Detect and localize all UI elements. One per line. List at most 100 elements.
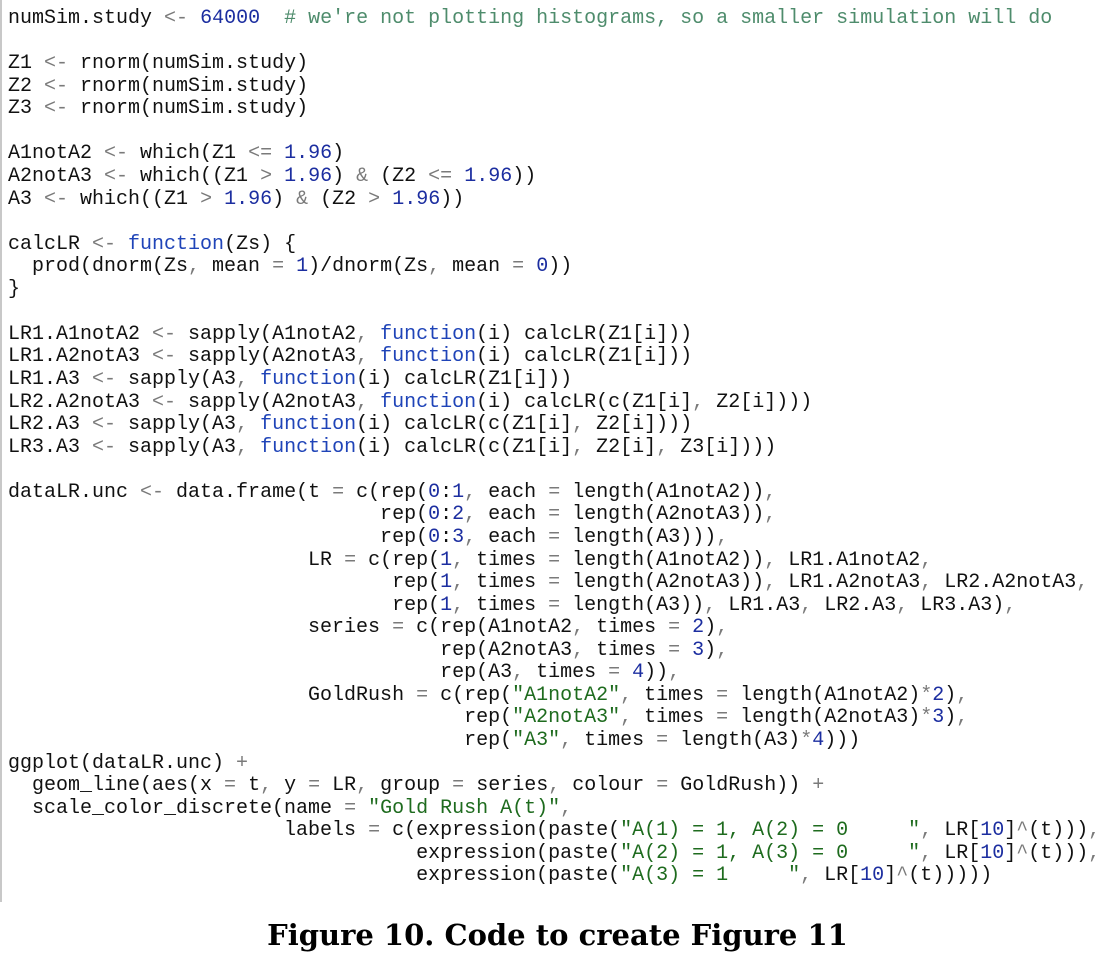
code-operator: =: [452, 774, 465, 798]
code-operator: =: [656, 729, 669, 752]
code-number: 0: [428, 480, 441, 504]
code-operator: =: [308, 774, 321, 798]
code-operator: <-: [44, 52, 69, 76]
code-line: rep(1, times = length(A2notA3)), LR1.A2n…: [8, 571, 1089, 595]
code-operator: >: [260, 164, 273, 188]
code-operator: ,: [920, 841, 933, 865]
code-operator: +: [236, 751, 249, 775]
code-line: LR = c(rep(1, times = length(A1notA2)), …: [8, 548, 933, 572]
code-operator: <-: [152, 390, 177, 414]
code-line: prod(dnorm(Zs, mean = 1)/dnorm(Zs, mean …: [8, 255, 573, 279]
code-operator: =: [656, 774, 669, 798]
code-operator: ,: [764, 480, 777, 504]
code-operator: <-: [92, 413, 117, 437]
code-operator: =: [368, 819, 381, 843]
code-line: series = c(rep(A1notA2, times = 2),: [8, 616, 729, 640]
code-operator: ,: [512, 661, 525, 685]
code-operator: ,: [464, 503, 477, 527]
code-operator: <=: [428, 164, 453, 188]
code-operator: <-: [104, 142, 129, 166]
code-operator: ,: [452, 593, 465, 617]
code-line: LR2.A3 <- sapply(A3, function(i) calcLR(…: [8, 413, 693, 437]
code-line: expression(paste("A(3) = 1 ", LR[10]^(t)…: [8, 864, 993, 888]
code-operator: ^: [896, 864, 909, 888]
code-operator: =: [344, 796, 357, 820]
code-string: "A(1) = 1, A(2) = 0 ": [620, 819, 921, 843]
code-line: LR3.A3 <- sapply(A3, function(i) calcLR(…: [8, 435, 777, 459]
code-operator: ,: [428, 255, 441, 279]
code-operator: ,: [620, 683, 633, 707]
code-operator: +: [812, 774, 825, 798]
code-operator: =: [548, 571, 561, 595]
code-line: rep(0:3, each = length(A3))),: [8, 525, 729, 549]
code-operator: =: [512, 255, 525, 279]
code-number: 1: [440, 548, 453, 572]
code-operator: ,: [656, 435, 669, 459]
code-operator: ,: [920, 819, 933, 843]
code-operator: ,: [236, 413, 249, 437]
code-operator: ,: [920, 548, 933, 572]
code-line: labels = c(expression(paste("A(1) = 1, A…: [8, 819, 1101, 843]
code-operator: &: [296, 187, 309, 211]
code-number: 0: [428, 503, 441, 527]
code-operator: ,: [188, 255, 201, 279]
code-operator: ,: [452, 571, 465, 595]
code-keyword: function: [380, 390, 477, 414]
code-comment: # we're not plotting histograms, so a sm…: [284, 7, 1053, 30]
code-operator: <-: [92, 435, 117, 459]
code-operator: =: [548, 525, 561, 549]
code-operator: =: [668, 638, 681, 662]
code-number: 1: [296, 255, 309, 279]
code-number: 1: [440, 593, 453, 617]
code-operator: ^: [1016, 841, 1029, 865]
code-number: 2: [692, 616, 705, 640]
code-line: LR2.A2notA3 <- sapply(A2notA3, function(…: [8, 390, 813, 414]
code-string: "A(2) = 1, A(3) = 0 ": [620, 841, 921, 865]
code-operator: ,: [572, 638, 585, 662]
code-operator: =: [548, 548, 561, 572]
code-number: 1.96: [284, 142, 333, 166]
code-operator: *: [920, 706, 933, 730]
code-operator: =: [392, 616, 405, 640]
code-line: [8, 121, 1100, 144]
code-string: "A(3) = 1 ": [620, 864, 801, 888]
code-number: 2: [452, 503, 465, 527]
code-line: Z1 <- rnorm(numSim.study): [8, 52, 309, 76]
code-number: 1: [440, 571, 453, 595]
code-operator: =: [716, 683, 729, 707]
code-block: numSim.study <- 64000 # we're not plotti…: [8, 7, 1101, 888]
code-line: [8, 459, 1100, 482]
code-operator: ,: [356, 390, 369, 414]
code-operator: ,: [896, 593, 909, 617]
code-number: 2: [932, 683, 945, 707]
code-operator: >: [200, 187, 213, 211]
code-operator: =: [716, 706, 729, 730]
code-keyword: function: [260, 413, 357, 437]
code-operator: ,: [260, 774, 273, 798]
code-keyword: function: [128, 232, 225, 256]
code-line: }: [8, 277, 21, 301]
code-operator: ,: [572, 435, 585, 459]
code-operator: ,: [704, 593, 717, 617]
code-editor: numSim.study <- 64000 # we're not plotti…: [0, 0, 1101, 902]
code-line: numSim.study <- 64000 # we're not plotti…: [8, 7, 1053, 30]
code-keyword: function: [260, 435, 357, 459]
code-number: 1: [452, 480, 465, 504]
code-line: rep(A3, times = 4)),: [8, 661, 681, 685]
code-operator: ,: [572, 616, 585, 640]
code-string: "A3": [512, 729, 561, 752]
code-operator: ,: [464, 525, 477, 549]
code-line: [8, 211, 1100, 234]
code-operator: <-: [44, 74, 69, 98]
code-operator: <-: [92, 232, 117, 256]
code-operator: =: [548, 480, 561, 504]
code-number: 4: [812, 729, 825, 752]
code-line: LR1.A3 <- sapply(A3, function(i) calcLR(…: [8, 368, 573, 391]
code-operator: ,: [1076, 571, 1089, 595]
code-line: scale_color_discrete(name = "Gold Rush A…: [8, 796, 573, 820]
code-operator: ,: [716, 638, 729, 662]
code-keyword: function: [380, 345, 477, 369]
code-number: 1.96: [284, 164, 333, 188]
code-number: 1.96: [224, 187, 273, 211]
code-operator: ,: [764, 571, 777, 595]
